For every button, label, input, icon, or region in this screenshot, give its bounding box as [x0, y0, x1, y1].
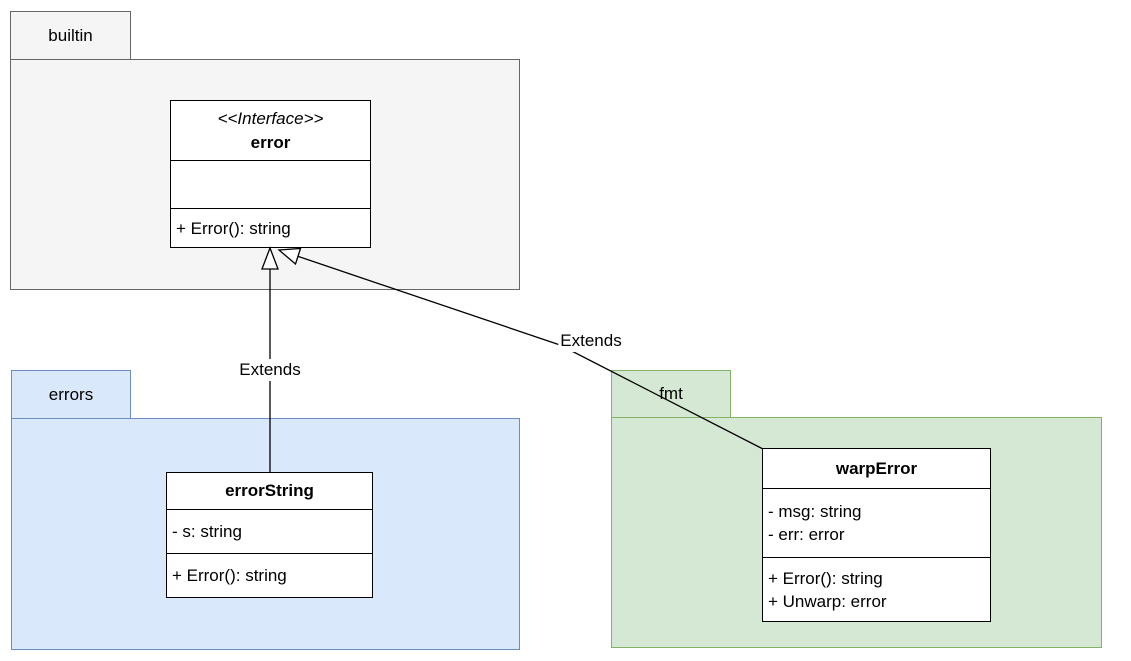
class-error-header: <<Interface>> error	[171, 101, 370, 160]
class-error-stereotype: <<Interface>>	[217, 108, 324, 128]
class-error-methods: + Error(): string	[171, 208, 370, 247]
edge-label-extends-warperror[interactable]: Extends	[558, 330, 624, 352]
class-error-attributes-empty	[171, 160, 370, 208]
class-warperror[interactable]: warpError - msg: string - err: error + E…	[762, 448, 991, 622]
class-warperror-header: warpError	[763, 449, 990, 488]
class-errorstring-attributes: - s: string	[167, 509, 372, 553]
class-warperror-attributes: - msg: string - err: error	[763, 488, 990, 557]
class-errorstring-methods: + Error(): string	[167, 553, 372, 597]
method-item: + Error(): string	[172, 566, 287, 585]
attribute-item: - s: string	[172, 522, 242, 541]
package-fmt-label: fmt	[659, 384, 683, 403]
method-item: + Unwarp: error	[768, 591, 887, 611]
package-errors-tab[interactable]: errors	[11, 370, 131, 419]
class-warperror-name: warpError	[835, 458, 918, 478]
class-error-name: error	[250, 132, 291, 152]
attribute-item: - err: error	[768, 525, 845, 544]
class-error-interface[interactable]: <<Interface>> error + Error(): string	[170, 100, 371, 248]
class-errorstring-name: errorString	[225, 481, 314, 500]
method-item: + Error(): string	[768, 568, 883, 588]
attribute-item: - msg: string	[768, 502, 862, 521]
method-item: + Error(): string	[176, 218, 291, 238]
class-errorstring-header: errorString	[167, 473, 372, 509]
class-warperror-methods: + Error(): string + Unwarp: error	[763, 557, 990, 621]
edge-label-extends-errorstring[interactable]: Extends	[237, 359, 303, 381]
package-fmt-tab[interactable]: fmt	[611, 370, 731, 418]
package-errors-label: errors	[48, 384, 94, 404]
package-builtin-label: builtin	[48, 25, 93, 45]
class-errorstring[interactable]: errorString - s: string + Error(): strin…	[166, 472, 373, 598]
package-builtin-tab[interactable]: builtin	[10, 11, 131, 60]
